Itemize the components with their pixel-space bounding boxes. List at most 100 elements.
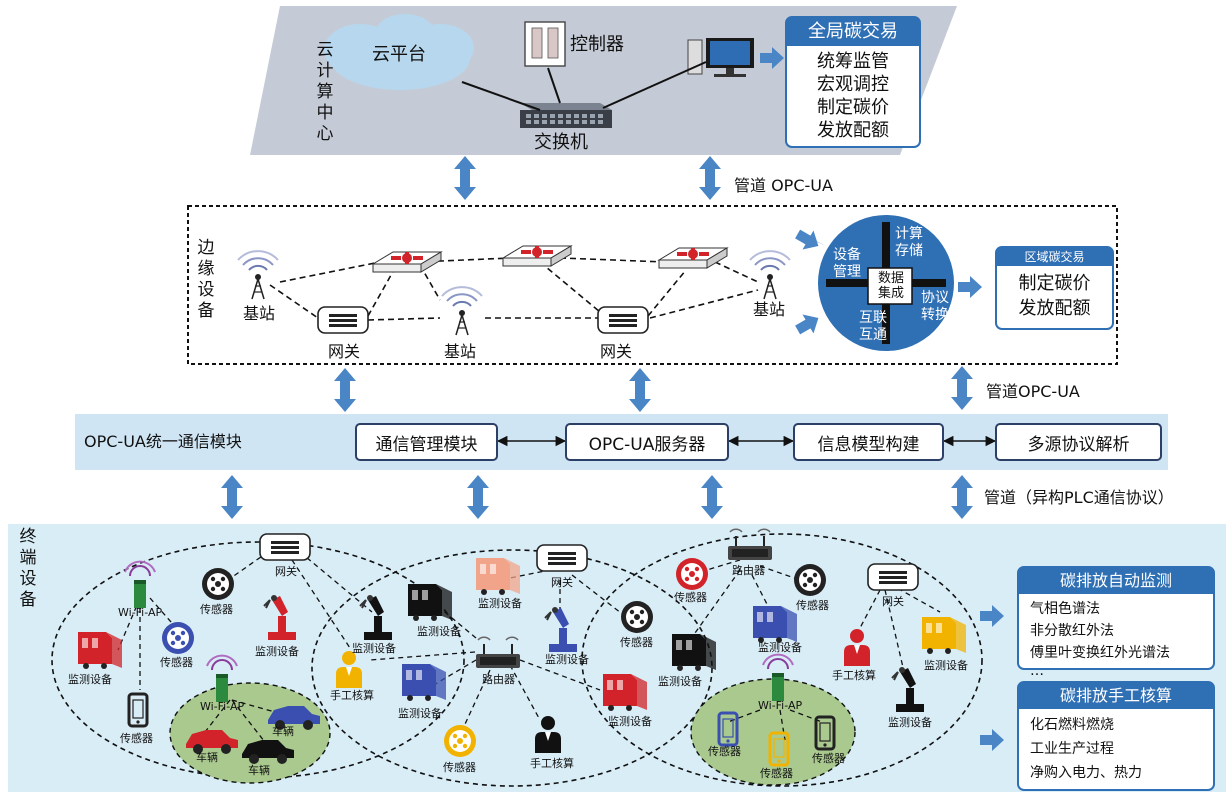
global-panel-title: 全局碳交易 [808, 21, 898, 42]
monitor-icon-5 [603, 674, 647, 711]
sensor-label-6: 传感器 [443, 761, 476, 774]
edge-layer-label: 边缘设备 [197, 238, 215, 321]
auto-panel-item-2: 非分散红外法 [1030, 623, 1114, 639]
module-protocol-parse[interactable]: 多源协议解析 [995, 423, 1162, 461]
sensor-label-7: 传感器 [120, 732, 153, 745]
global-panel-item-4: 发放配额 [817, 120, 889, 141]
manual-panel-title: 碳排放手工核算 [1059, 686, 1172, 705]
term-gateway-label-2: 网关 [551, 576, 573, 589]
sensor-label-4: 传感器 [674, 591, 707, 604]
controller-icon [524, 21, 566, 67]
term-gateway-icon-3 [867, 563, 919, 591]
vehicle-label-3: 车辆 [248, 764, 270, 777]
base-station-label-1: 基站 [243, 304, 276, 323]
monitor-label-6: 监测设备 [545, 653, 589, 666]
monitor-label-8: 监测设备 [608, 715, 652, 728]
controller-switch-line [547, 67, 561, 104]
vehicle-label-2: 车辆 [196, 751, 218, 764]
arrow-opc-term-3 [701, 475, 723, 519]
monitor-label-10: 监测设备 [758, 641, 802, 654]
switch-icon [520, 103, 612, 128]
manual-panel-item-2: 工业生产过程 [1030, 741, 1114, 757]
manual-panel-item-3: 净购入电力、热力 [1030, 765, 1142, 781]
sensor-icon-3 [621, 601, 653, 633]
hub-center-label: 数据集成 [877, 271, 904, 301]
cloud-layer-label: 云计算中心 [316, 40, 334, 144]
opc-layer-label: OPC-UA统一通信模块 [84, 432, 242, 451]
hub-bottom-left-label: 互联互通 [859, 310, 887, 343]
global-panel-header [787, 18, 919, 46]
terminal-layer-label: 终端设备 [19, 527, 37, 610]
sensor-icon-2 [162, 622, 194, 654]
sensor-label-2: 传感器 [160, 656, 193, 669]
auto-panel-header [1019, 568, 1213, 594]
manual-panel-item-1: 化石燃料燃烧 [1030, 717, 1114, 733]
switch-computer-line [602, 61, 707, 109]
sensor-icon-1 [202, 568, 234, 600]
monitor-icon-4 [402, 664, 446, 701]
monitor-label-7: 监测设备 [398, 707, 442, 720]
arrow-edge-opc-2 [629, 368, 651, 412]
arrow-opc-term-4 [951, 475, 973, 519]
monitor-label-11: 监测设备 [924, 659, 968, 672]
vehicle-label-1: 车辆 [272, 725, 294, 738]
arrow-edge-opc-3 [951, 366, 973, 410]
hub-bottom-right-label: 协议转换 [921, 290, 949, 323]
arrow-opc-term-2 [467, 475, 489, 519]
monitor-label-9: 监测设备 [658, 675, 702, 688]
regional-panel-title: 区域碳交易 [1024, 250, 1085, 264]
monitor-label-3: 监测设备 [352, 642, 396, 655]
cloud-platform-label: 云平台 [372, 44, 426, 65]
term-gateway-label-1: 网关 [275, 565, 297, 578]
term-gateway-icon-1 [259, 533, 311, 561]
switch-label: 交换机 [534, 132, 588, 153]
manual-label-1: 手工核算 [330, 689, 374, 702]
gateway-label-2: 网关 [600, 342, 633, 361]
base-station-label-2: 基站 [444, 342, 477, 361]
cloud-platform-shape [324, 14, 474, 90]
global-panel-item-3: 制定碳价 [817, 97, 889, 118]
global-panel-item-1: 统筹监管 [817, 51, 889, 72]
gateway-icon-1 [317, 306, 369, 334]
arrow-cloud-edge-1 [454, 156, 476, 200]
edge-hub [792, 215, 954, 351]
sensor-icon-4 [676, 558, 708, 590]
monitor-label-2: 监测设备 [255, 645, 299, 658]
router-label-2: 路由器 [732, 564, 765, 577]
arrow-cloud-edge-2 [699, 156, 721, 200]
monitor-label-5: 监测设备 [478, 597, 522, 610]
controller-label: 控制器 [570, 34, 624, 55]
monitor-icon-6 [672, 634, 716, 671]
hub-top-right-label: 计算存储 [895, 226, 923, 259]
manual-label-2: 手工核算 [530, 757, 574, 770]
global-panel-item-2: 宏观调控 [817, 74, 889, 95]
sensor-label-5: 传感器 [796, 599, 829, 612]
monitor-icon-2 [408, 584, 452, 621]
cloud-switch-line [461, 81, 541, 111]
term-gateway-label-3: 网关 [882, 595, 904, 608]
sensor-label-8: 传感器 [708, 745, 741, 758]
auto-panel-title: 碳排放自动监测 [1059, 571, 1172, 590]
sensor-label-1: 传感器 [200, 603, 233, 616]
wifi-ap-label-2: Wi-Fi-AP [200, 700, 245, 713]
sensor-icon-5 [794, 564, 826, 596]
regional-panel-frame [995, 246, 1114, 330]
sensor-label-10: 传感器 [812, 752, 845, 765]
auto-panel-item-1: 气相色谱法 [1030, 601, 1100, 617]
manual-panel-header [1019, 683, 1213, 709]
pipe-label-mid: 管道OPC-UA [986, 382, 1080, 401]
auto-panel-item-3: 傅里叶变换红外光谱法 [1030, 645, 1170, 661]
manual-label-3: 手工核算 [832, 669, 876, 682]
gateway-icon-2 [597, 306, 649, 334]
regional-panel-item-1: 制定碳价 [1018, 273, 1091, 294]
module-info-model[interactable]: 信息模型构建 [793, 423, 944, 461]
term-gateway-icon-2 [536, 544, 588, 572]
regional-panel-item-2: 发放配额 [1018, 298, 1091, 319]
auto-panel-item-4: … [1030, 663, 1044, 679]
module-opc-server[interactable]: OPC-UA服务器 [565, 423, 729, 461]
monitor-icon-3 [476, 558, 520, 595]
module-comm-mgmt[interactable]: 通信管理模块 [355, 423, 498, 461]
gateway-label-1: 网关 [328, 342, 361, 361]
router-label-1: 路由器 [482, 673, 515, 686]
